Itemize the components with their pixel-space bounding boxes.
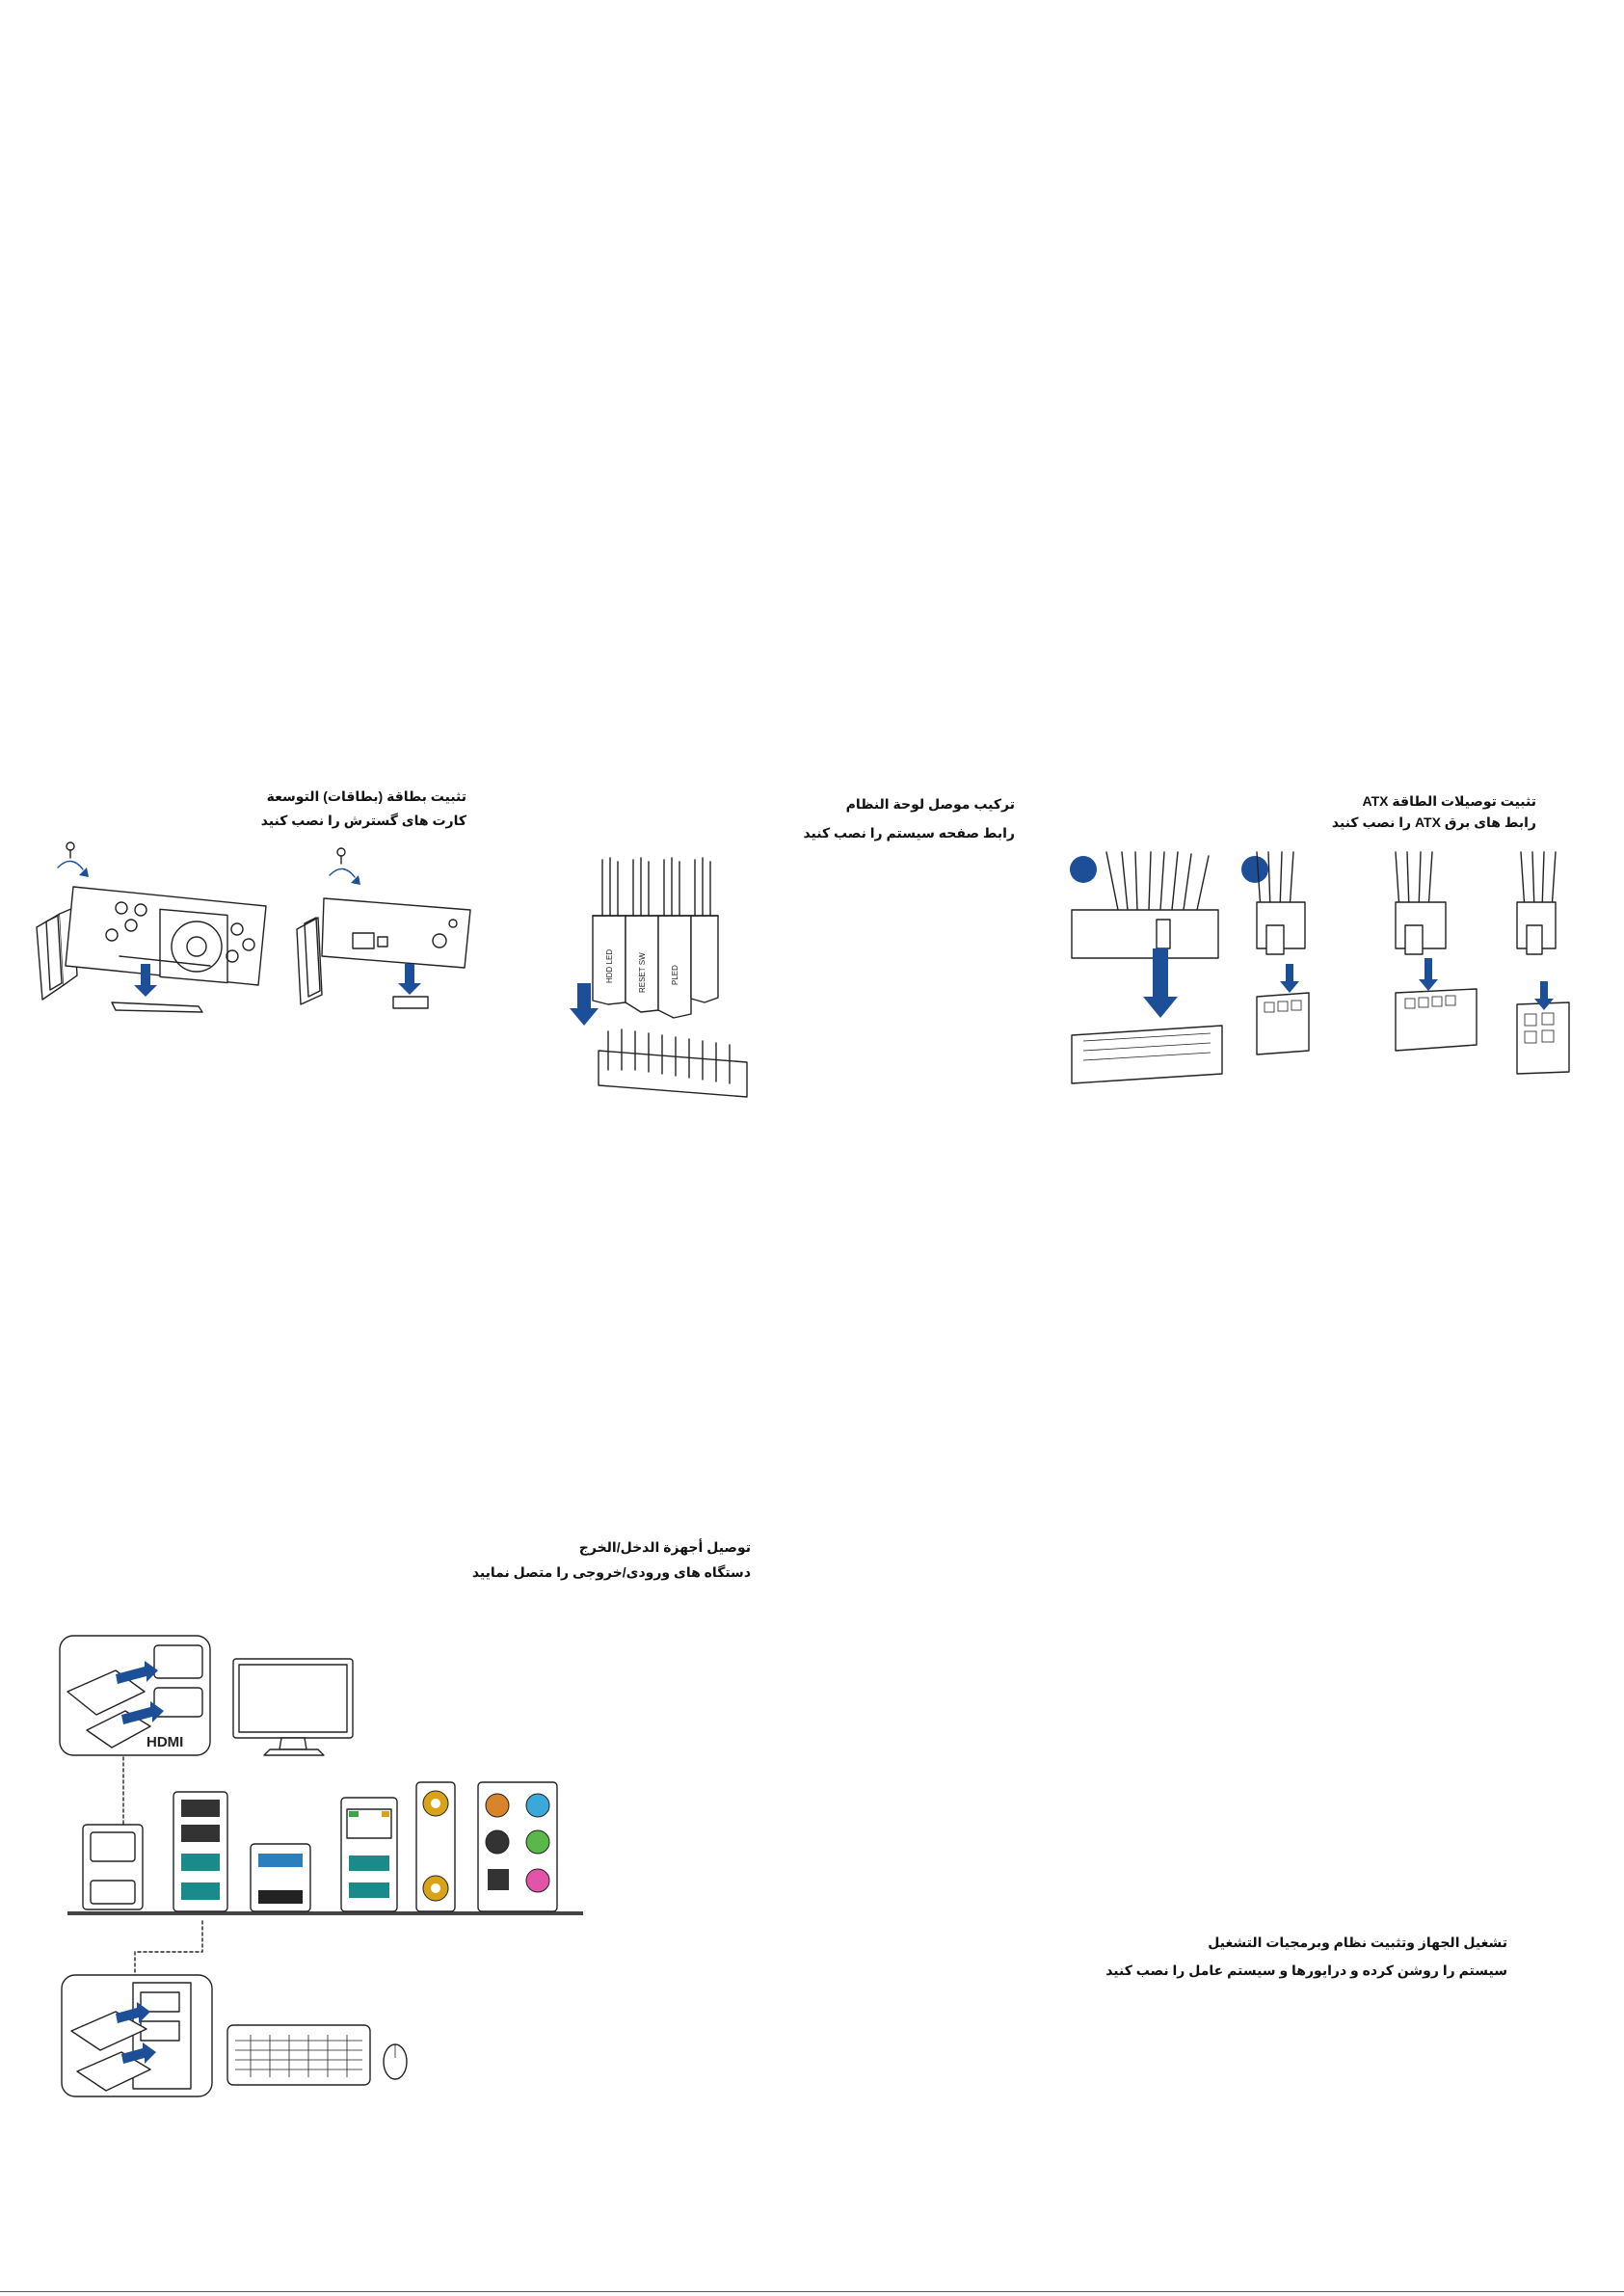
- keyboard-icon: [226, 2024, 371, 2086]
- rotate-arrow-icon: [57, 860, 84, 870]
- io-title: توصيل أجهزة الدخل/الخرج: [578, 1539, 751, 1555]
- io-subtitle: دستگاه های ورودی/خروجی را متصل نمایید: [471, 1564, 751, 1580]
- io-illustration: HDMI: [59, 1635, 583, 2097]
- right-arrow-icon: [121, 2042, 156, 2064]
- right-arrow-icon: [116, 1661, 158, 1684]
- panel-label-pled: PLED: [671, 965, 679, 985]
- atx-title: تثبيت توصيلات الطاقة ATX: [1362, 793, 1536, 809]
- screw-icon: [336, 847, 346, 865]
- down-arrow-icon: [1419, 958, 1438, 991]
- down-arrow-icon: [570, 983, 599, 1026]
- expansion-subtitle: کارت های گسترش را نصب کنید: [260, 813, 466, 828]
- down-arrow-icon: [134, 964, 157, 997]
- panel-connector-illustration: HDD LED RESET SW PLED: [570, 857, 748, 1098]
- page-bottom-rule: [0, 2291, 1624, 2292]
- down-arrow-icon: [1280, 964, 1299, 993]
- hdmi-logo: HDMI: [146, 1734, 183, 1750]
- atx-subtitle: رابط های برق ATX را نصب کنید: [1331, 814, 1536, 830]
- expansion-card-illustration-left: [36, 841, 267, 1013]
- step-marker-2: [1241, 856, 1268, 883]
- panel-title: تركيب موصل لوحة النظام: [845, 796, 1015, 812]
- down-arrow-icon: [398, 964, 421, 995]
- screw-icon: [66, 841, 75, 859]
- monitor-icon: [232, 1658, 354, 1756]
- mouse-icon: [383, 2043, 408, 2080]
- atx-power-illustration: [1070, 851, 1570, 1084]
- boot-subtitle: سیستم را روشن کرده و درایورها و سیستم عا…: [1105, 1962, 1507, 1978]
- rotate-arrow-icon: [329, 868, 356, 878]
- right-arrow-icon: [121, 1701, 164, 1724]
- expansion-card-illustration-right: [296, 847, 471, 1009]
- down-arrow-icon: [1534, 981, 1554, 1010]
- panel-label-hdd-led: HDD LED: [605, 949, 614, 983]
- right-arrow-icon: [116, 2002, 150, 2023]
- boot-title: تشغيل الجهاز وتثبيت نظام وبرمجيات التشغي…: [1208, 1935, 1507, 1950]
- down-arrow-icon: [1143, 948, 1178, 1018]
- panel-label-reset-sw: RESET SW: [638, 952, 647, 993]
- step-marker-1: [1070, 856, 1097, 883]
- expansion-title: تثبيت بطاقة (بطاقات) التوسعة: [266, 788, 466, 804]
- panel-subtitle: رابط صفحه سیستم را نصب کنید: [803, 825, 1015, 841]
